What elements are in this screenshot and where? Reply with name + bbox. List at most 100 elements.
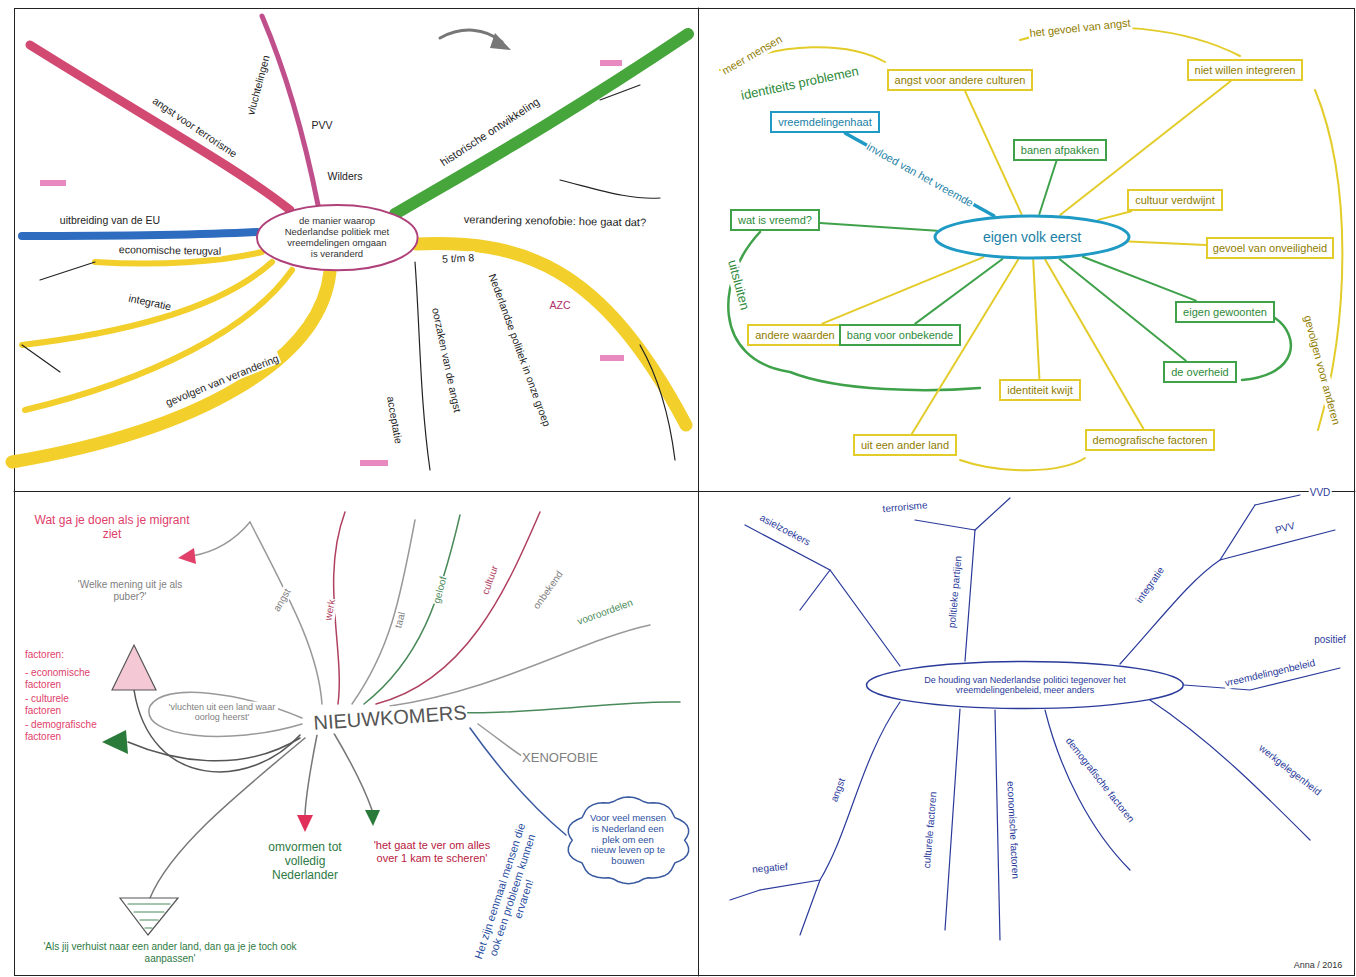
branch-label: economische terugval: [118, 243, 222, 257]
branch-label: - demografische factoren: [24, 719, 98, 742]
branch-line: [915, 520, 975, 530]
branch-line: [1255, 495, 1300, 505]
branch-label: uitsluiten: [724, 257, 752, 312]
branch-label: Anna / 2016: [1293, 960, 1344, 970]
sub-branch: [415, 262, 430, 470]
node-text: cultuur verdwijnt: [1135, 194, 1214, 207]
ellipse-outline: [257, 205, 418, 270]
branch-label: historische ontwikkeling: [437, 95, 542, 170]
node-text: vreemdelingenhaat: [778, 116, 872, 129]
arrow-line: [305, 730, 318, 815]
top-right-loops: [720, 27, 1342, 470]
central-ellipse: de manier waarop Nederlandse politiek me…: [255, 203, 420, 272]
wavy-branch: [376, 512, 540, 704]
connector-label: invloed van het vreemde: [863, 139, 976, 209]
branch-label: PVV: [310, 119, 333, 131]
arrow-line: [128, 738, 300, 761]
ellipse-outline: [867, 662, 1184, 709]
node-text: gevoel van onveiligheid: [1213, 242, 1327, 255]
highlight-mark: [600, 355, 624, 361]
branch-label: XENOFOBIE: [521, 751, 599, 766]
branch-label: economische factoren: [1005, 780, 1022, 880]
arrow-head: [490, 33, 511, 50]
idea-box: cultuur verdwijnt: [1127, 189, 1222, 212]
node-text: de overheid: [1171, 366, 1229, 379]
branch-label: 'vluchten uit een land waar oorlog heers…: [166, 702, 278, 723]
branch-label: negatief: [751, 861, 789, 876]
wavy-branch: [390, 625, 650, 706]
sub-branch: [22, 345, 60, 372]
branch-label: het gevoel van angst: [1028, 16, 1132, 39]
branch-label: werkgelegenheid: [1256, 742, 1324, 799]
main-branch: [25, 270, 292, 410]
panel-frames: [14, 8, 1355, 976]
idea-box: niet willen integreren: [1187, 59, 1304, 82]
branch-label: omvormen tot volledig Nederlander: [249, 841, 361, 882]
branch-connector: [845, 133, 993, 215]
branch-label: acceptatie: [385, 394, 406, 445]
central-ellipse: De houding van Nederlandse politici tege…: [865, 660, 1185, 710]
bottom-right-branches: [730, 495, 1340, 940]
node-text: angst voor andere culturen: [895, 74, 1026, 87]
arrow-head: [102, 730, 128, 754]
branch-label: factoren:: [24, 649, 65, 661]
branch-label: demografische factoren: [1063, 734, 1138, 825]
main-branch: [416, 244, 686, 425]
branch-label: 'Als jij verhuist naar een ander land, d…: [29, 941, 311, 964]
highlight-mark: [600, 60, 622, 66]
node-text: de manier waarop Nederlandse politiek me…: [283, 216, 391, 260]
node-text: eigen gewoonten: [1183, 306, 1267, 319]
branch-label: gevolgen voor anderen: [1301, 313, 1343, 427]
branch-label: terrorisme: [881, 499, 929, 515]
branch-label: oorzaken van de angst: [430, 306, 464, 414]
arrow-line: [134, 690, 300, 772]
wavy-branch: [352, 520, 415, 704]
branch-label: Wilders: [326, 170, 363, 182]
node-text: identiteit kwijt: [1007, 384, 1072, 397]
branch-line: [975, 498, 1010, 530]
branch-label: 'het gaat te ver om alles over 1 kam te …: [369, 839, 496, 864]
branch-line: [800, 570, 830, 610]
idea-box: demografische factoren: [1085, 429, 1216, 452]
branch-connector: [912, 260, 1018, 434]
branch-label: NIEUWKOMERS: [312, 701, 469, 735]
node-text: banen afpakken: [1021, 144, 1099, 157]
branch-label: identiteits problemen: [739, 64, 861, 104]
main-branch: [30, 45, 290, 210]
branch-label: angst: [270, 586, 293, 615]
branch-label: 5 t/m 8: [441, 251, 476, 265]
branch-label: cultuur: [479, 563, 501, 597]
idea-box: vreemdelingenhaat: [770, 111, 880, 134]
branch-label: vreemdelingenbeleid: [1223, 657, 1317, 689]
branch-label: gevolgen van verandering: [163, 351, 281, 408]
hatching: [128, 904, 170, 928]
sub-branch: [640, 345, 675, 460]
branch-line: [800, 880, 820, 935]
branch-label: integratie: [127, 291, 174, 312]
branch-label: verandering xenofobie: hoe gaat dat?: [463, 213, 647, 229]
branch-line: [945, 709, 960, 930]
branch-label: PVV: [1273, 520, 1297, 537]
branch-label: uitbreiding van de EU: [59, 214, 161, 226]
idea-box: eigen gewoonten: [1175, 301, 1275, 324]
branch-label: meer mensen: [719, 32, 785, 78]
node-text: De houding van Nederlandse politici tege…: [918, 675, 1133, 696]
branch-label: integratie: [1133, 564, 1167, 606]
highlight-mark: [40, 180, 66, 186]
branch-label: geloof: [431, 574, 450, 605]
branch-line: [745, 525, 900, 666]
arrow-head: [297, 815, 313, 832]
branch-label: onbekend: [530, 568, 566, 612]
branch-line: [478, 724, 522, 756]
branch-label: vooroordelen: [575, 596, 636, 627]
branch-label: VVD: [1309, 487, 1332, 499]
wavy-branch: [364, 515, 460, 704]
idea-box: uit een ander land: [853, 434, 957, 457]
branch-label: Nederlandse politiek in onze groep: [486, 271, 553, 429]
branch-label: asielzoekers: [757, 511, 813, 548]
branch-label: vluchtelingen: [244, 53, 272, 117]
main-branch: [262, 16, 318, 205]
branch-connector: [1129, 241, 1206, 245]
branch-label: AZC: [549, 299, 572, 311]
